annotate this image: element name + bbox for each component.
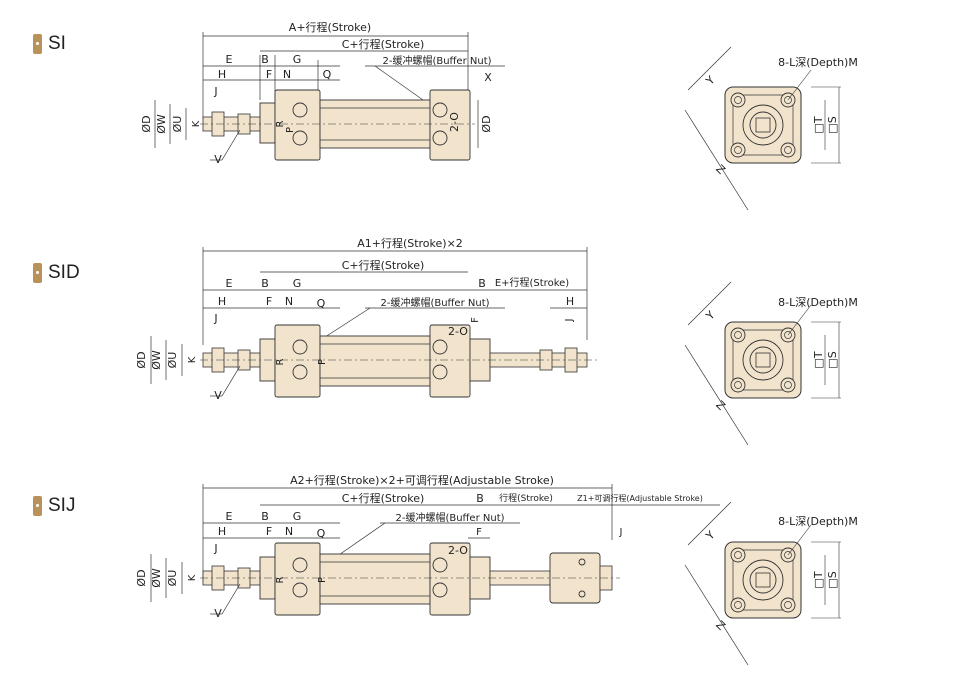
dim-c-label: C+行程(Stroke) [342, 38, 425, 51]
dim-dia-u: ØU [166, 570, 179, 587]
dim-z1-label: Z1+可调行程(Adjustable Stroke) [577, 493, 703, 503]
dim-f-right: F [470, 317, 481, 323]
dim-dia-u: ØU [171, 116, 184, 133]
dim-x: X [484, 71, 492, 84]
dim-a-label: A+行程(Stroke) [289, 21, 371, 34]
dim-j: J [213, 85, 217, 98]
section-title: SIJ [48, 495, 76, 516]
bullet-icon [33, 496, 42, 516]
dim-v: V [214, 389, 222, 402]
section-title: SID [48, 262, 80, 283]
dim-e: E [226, 53, 233, 66]
end-view-2 [684, 281, 841, 446]
dim-n: N [283, 68, 291, 81]
dim-j-right: J [619, 527, 623, 538]
dim-p: P [317, 577, 328, 583]
dim-p: P [317, 359, 328, 365]
dim-f: F [266, 295, 272, 308]
dim-a1-label: A1+行程(Stroke)×2 [357, 237, 463, 250]
dim-t-1: □T [812, 116, 825, 133]
dim-z-3: Z [713, 618, 728, 633]
dim-dia-d: ØD [135, 569, 148, 586]
dim-g: G [293, 277, 302, 290]
dim-r: R [275, 358, 286, 365]
end-views [684, 46, 841, 666]
dim-h-right: H [566, 295, 574, 308]
dim-k: K [187, 574, 198, 581]
dim-j: J [213, 542, 217, 555]
dim-q: Q [317, 297, 326, 310]
dim-y-3: Y [703, 528, 718, 543]
dim-b: B [261, 277, 269, 290]
dim-s-1: □S [826, 116, 839, 133]
end-view-3 [684, 501, 841, 666]
dim-s-3: □S [826, 571, 839, 588]
dim-h: H [218, 68, 226, 81]
dim-s-2: □S [826, 351, 839, 368]
dim-b-right: B [476, 492, 484, 505]
dim-e: E [226, 510, 233, 523]
dim-k: K [187, 356, 198, 363]
dim-dia-d: ØD [135, 351, 148, 368]
dim-q: Q [317, 527, 326, 540]
dim-e-stroke: E+行程(Stroke) [495, 276, 569, 289]
dim-j: J [213, 312, 217, 325]
section-label-sid: SID [33, 262, 80, 284]
dim-c-label: C+行程(Stroke) [342, 492, 425, 505]
dim-f-right: F [476, 527, 482, 538]
dim-dia-w: ØW [155, 114, 168, 134]
dim-b: B [261, 53, 269, 66]
dim-f: F [266, 68, 272, 81]
buffer-nut-label: 2-缓冲螺帽(Buffer Nut) [395, 511, 504, 524]
dim-dia-d-right: ØD [480, 115, 493, 132]
section-label-si: SI [33, 33, 66, 55]
dim-stroke: 行程(Stroke) [499, 492, 553, 504]
dim-v: V [214, 153, 222, 166]
dim-t-2: □T [812, 351, 825, 368]
dim-b-right: B [478, 277, 486, 290]
dim-v: V [214, 607, 222, 620]
dim-dia-u: ØU [166, 352, 179, 369]
bullet-icon [33, 34, 42, 54]
dim-z-2: Z [713, 398, 728, 413]
dim-dia-d: ØD [140, 115, 153, 132]
port-label: 2-O [448, 544, 468, 557]
buffer-nut-label: 2-缓冲螺帽(Buffer Nut) [380, 296, 489, 309]
dim-y-1: Y [703, 73, 718, 88]
port-label: 2-O [448, 112, 461, 132]
dim-q: Q [323, 68, 332, 81]
dim-j-right: J [564, 319, 575, 323]
dim-e: E [226, 277, 233, 290]
section-title: SI [48, 33, 66, 54]
section-label-sij: SIJ [33, 495, 75, 517]
sid-side-view: A1+行程(Stroke)×2 C+行程(Stroke) E B G B E+行… [135, 237, 600, 402]
buffer-nut-label: 2-缓冲螺帽(Buffer Nut) [382, 54, 491, 67]
hole-label-1: 8-L深(Depth)M [778, 56, 858, 69]
bullet-icon [33, 263, 42, 283]
hole-label-2: 8-L深(Depth)M [778, 296, 858, 309]
hole-label-3: 8-L深(Depth)M [778, 515, 858, 528]
dim-h: H [218, 295, 226, 308]
dim-r: R [275, 576, 286, 583]
dim-h: H [218, 525, 226, 538]
sij-side-view: A2+行程(Stroke)×2+可调行程(Adjustable Stroke) … [135, 474, 720, 620]
dim-p: P [285, 127, 296, 133]
dim-t-3: □T [812, 571, 825, 588]
dim-n: N [285, 295, 293, 308]
dim-f: F [266, 525, 272, 538]
si-side-view: A+行程(Stroke) C+行程(Stroke) E B G H F N Q … [140, 21, 505, 166]
dim-b: B [261, 510, 269, 523]
dim-y-2: Y [703, 308, 718, 323]
dim-dia-w: ØW [150, 350, 163, 370]
end-view-1 [684, 46, 841, 211]
dim-c-label: C+行程(Stroke) [342, 259, 425, 272]
port-label: 2-O [448, 325, 468, 338]
dim-a2-label: A2+行程(Stroke)×2+可调行程(Adjustable Stroke) [290, 474, 554, 487]
dim-k: K [191, 120, 202, 127]
dim-g: G [293, 510, 302, 523]
dim-dia-w: ØW [150, 568, 163, 588]
dim-g: G [293, 53, 302, 66]
dim-n: N [285, 525, 293, 538]
